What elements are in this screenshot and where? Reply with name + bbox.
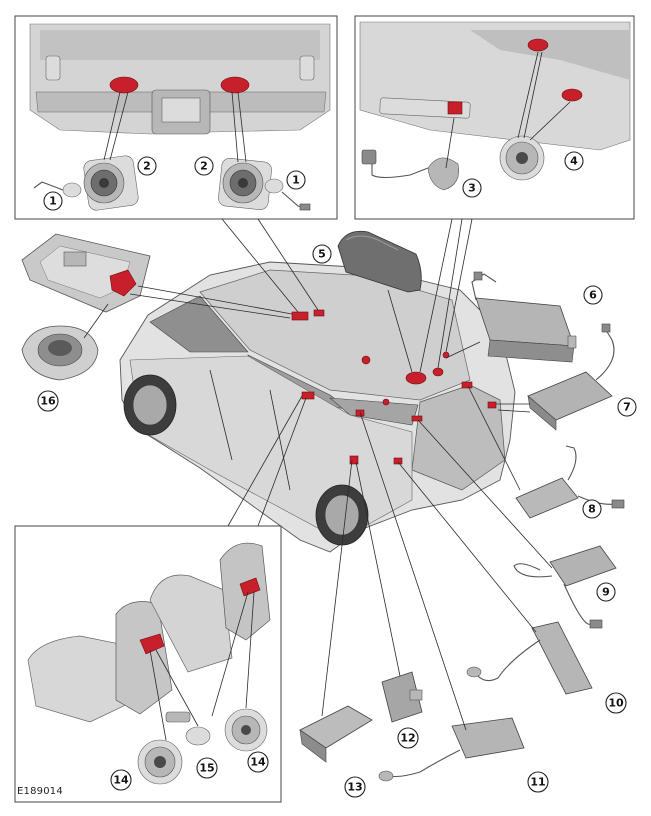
callout-13: 13	[344, 776, 366, 798]
seat-speaker-right	[224, 708, 268, 752]
callout-16: 16	[37, 390, 59, 412]
callout-12: 12	[397, 727, 419, 749]
vehicle-body	[119, 261, 516, 553]
module-9	[513, 545, 617, 629]
svg-text:16: 16	[40, 395, 56, 408]
vehicle-mark-overhead-console	[291, 311, 309, 321]
svg-text:7: 7	[623, 401, 631, 414]
svg-text:1: 1	[49, 195, 57, 208]
seat-speaker-left	[137, 739, 183, 785]
svg-text:2: 2	[200, 160, 208, 173]
rear-tweeter-side	[561, 88, 583, 102]
figure-reference-code: E189014	[17, 786, 63, 797]
leader-lines	[83, 218, 553, 731]
svg-text:14: 14	[250, 756, 266, 769]
callout-14b: 14	[247, 751, 269, 773]
svg-text:5: 5	[318, 248, 326, 261]
roof-antenna	[337, 230, 422, 293]
callout-2a: 2	[137, 156, 157, 176]
callout-2b: 2	[194, 156, 214, 176]
module-6	[471, 271, 577, 363]
callout-9: 9	[596, 582, 616, 602]
svg-text:13: 13	[347, 781, 362, 794]
callout-6: 6	[583, 285, 603, 305]
svg-text:3: 3	[468, 182, 476, 195]
inset-rear-headliner	[354, 15, 635, 220]
svg-text:9: 9	[602, 586, 610, 599]
svg-text:4: 4	[570, 155, 578, 168]
microphone-exploded	[361, 149, 459, 191]
callout-7: 7	[617, 397, 637, 417]
svg-text:10: 10	[608, 697, 624, 710]
rear-tweeter-top	[527, 38, 549, 52]
svg-text:12: 12	[400, 732, 415, 745]
svg-text:14: 14	[113, 774, 129, 787]
module-12	[381, 671, 423, 723]
module-11	[378, 717, 525, 782]
speaker-right-exploded	[218, 158, 311, 211]
overhead-console	[21, 233, 151, 313]
svg-text:6: 6	[589, 289, 597, 302]
rear-speaker-exploded	[499, 135, 545, 181]
svg-text:8: 8	[588, 503, 596, 516]
callout-14a: 14	[110, 769, 132, 791]
callout-1a: 1	[43, 191, 63, 211]
callout-8: 8	[582, 499, 602, 519]
callout-1b: 1	[286, 170, 306, 190]
speaker-left-exploded	[33, 155, 139, 211]
headliner-speaker-right	[220, 76, 250, 94]
seat-tweeter	[165, 711, 211, 746]
headliner-speaker-left	[109, 76, 139, 94]
callout-10: 10	[605, 692, 627, 714]
callout-4: 4	[564, 151, 584, 171]
svg-text:15: 15	[199, 762, 214, 775]
module-13	[299, 705, 373, 763]
inset-seat-speakers	[14, 525, 282, 803]
callout-5: 5	[312, 244, 332, 264]
svg-text:1: 1	[292, 174, 300, 187]
svg-text:11: 11	[530, 776, 545, 789]
callout-3: 3	[462, 178, 482, 198]
module-8	[515, 445, 625, 519]
svg-text:2: 2	[143, 160, 151, 173]
module-10	[466, 621, 593, 695]
callout-15: 15	[196, 757, 218, 779]
overhead-speaker	[21, 325, 99, 381]
module-7	[527, 323, 615, 431]
callout-11: 11	[527, 771, 549, 793]
inset-front-headliner	[14, 15, 338, 220]
